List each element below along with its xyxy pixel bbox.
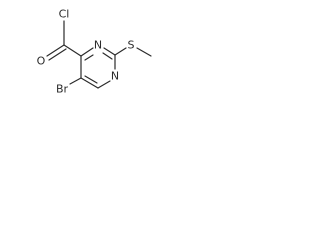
bond-c6-c5	[80, 77, 99, 89]
atom-labels: Cl O N N S Br	[37, 8, 135, 96]
bond-c5-br	[69, 77, 82, 85]
bond-c2-s	[114, 47, 127, 56]
bond-c-c4	[63, 44, 82, 57]
bond-c-o-2	[48, 48, 67, 61]
atom-n1: N	[111, 70, 119, 83]
bond-c4-n3	[80, 47, 94, 57]
bond-c4-n3-inner	[84, 54, 94, 61]
bond-n3-c2-inner	[102, 52, 113, 60]
atom-cl: Cl	[59, 8, 70, 21]
atom-n3: N	[94, 39, 102, 52]
bond-s-ch3	[136, 47, 152, 57]
bonds	[46, 20, 152, 89]
chemical-structure-diagram: Cl O N N S Br	[37, 8, 152, 96]
atom-s: S	[128, 39, 135, 52]
bond-n1-c6	[97, 80, 111, 89]
atom-o: O	[37, 55, 46, 68]
bond-n3-c2	[103, 47, 116, 56]
bond-c6-c5-inner	[84, 75, 98, 84]
bond-c-o-1	[46, 44, 65, 57]
atom-br: Br	[56, 83, 69, 96]
